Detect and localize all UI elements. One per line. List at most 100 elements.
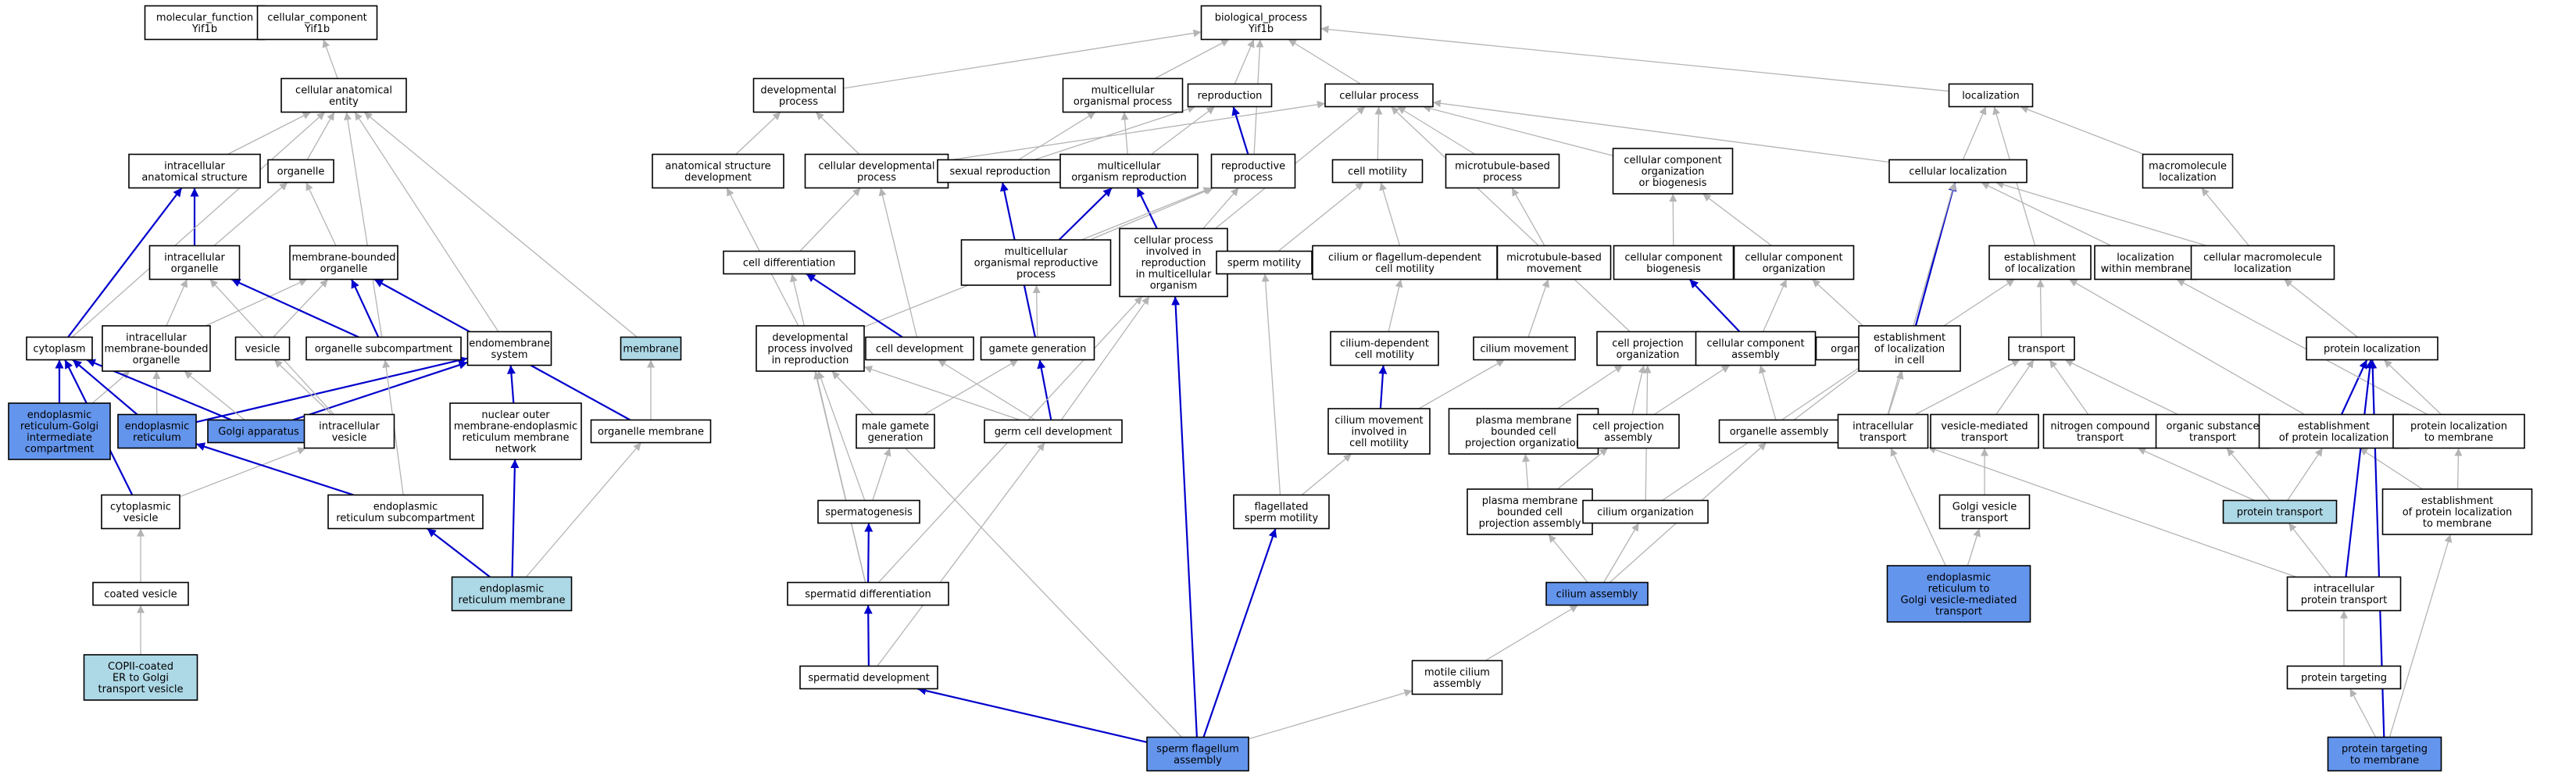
- is-a-edge: [1277, 181, 1364, 252]
- part-of-edge: [2340, 359, 2368, 415]
- go-term-label-line: spermatid differentiation: [805, 589, 931, 601]
- part-of-edge: [72, 359, 138, 416]
- go-term-box: [804, 153, 949, 189]
- go-term-label-line: cilium movement: [1334, 415, 1423, 427]
- go-term-node-co: cilium organization: [1582, 499, 1709, 524]
- go-term-box: [1496, 245, 1612, 281]
- go-term-box: [1445, 153, 1560, 189]
- go-term-node-mem: membrane: [620, 336, 682, 361]
- go-term-node-cyto: cytoplasm: [26, 336, 93, 361]
- go-term-box: [1210, 153, 1296, 189]
- go-term-box: [1837, 413, 1929, 449]
- go-term-box: [1473, 336, 1576, 361]
- go-term-label-line: protein transport: [2301, 595, 2387, 606]
- is-a-edge: [2049, 359, 2089, 415]
- is-a-edge: [227, 111, 311, 155]
- go-term-label-line: cell projection: [1612, 338, 1683, 349]
- part-of-edge: [863, 605, 873, 666]
- go-term-label-line: multicellular: [1091, 84, 1155, 96]
- go-term-label-line: organelle: [133, 355, 180, 366]
- go-term-label: organelle assembly: [1730, 427, 1829, 438]
- go-term-label-line: spermatid development: [808, 673, 930, 684]
- go-term-box: [1930, 413, 2039, 449]
- go-term-label-line: cellular component: [1624, 155, 1721, 166]
- is-a-edge: [1388, 279, 1403, 332]
- go-term-label-line: cilium-dependent: [1340, 338, 1429, 349]
- go-term-label-line: organismal process: [1074, 96, 1172, 108]
- go-term-box: [2222, 499, 2338, 524]
- go-term-box: [280, 77, 407, 113]
- go-term-box: [984, 419, 1123, 444]
- part-of-edge: [1171, 296, 1198, 738]
- part-of-edge: [510, 459, 520, 577]
- is-a-edge: [813, 370, 866, 583]
- go-term-box: [2155, 413, 2271, 449]
- go-term-label-line: sexual reproduction: [949, 166, 1050, 178]
- go-term-label-line: establishment: [2004, 252, 2076, 263]
- go-term-box: [1612, 148, 1734, 195]
- part-of-edge: [864, 523, 874, 583]
- go-term-label-line: projection organization: [1465, 438, 1582, 449]
- go-term-label-line: organelle: [277, 166, 325, 178]
- go-term-label-line: male gamete: [862, 420, 929, 432]
- go-term-label-line: intermediate: [27, 432, 92, 444]
- go-term-label-line: germ cell development: [995, 427, 1112, 438]
- part-of-edge: [1136, 188, 1158, 229]
- is-a-edge: [1120, 112, 1129, 155]
- go-term-label: sperm motility: [1227, 258, 1302, 270]
- go-term-label-line: endoplasmic: [1927, 572, 1991, 584]
- go-term-label-line: organelle: [171, 263, 219, 275]
- go-term-box: [2327, 736, 2442, 772]
- go-term-label-line: cell motility: [1355, 349, 1414, 361]
- go-term-label: cell motility: [1348, 166, 1407, 178]
- is-a-edge: [1981, 181, 2112, 247]
- go-term-label-line: involved in: [1145, 246, 1201, 258]
- part-of-edge: [2345, 359, 2374, 577]
- go-term-box: [1062, 77, 1184, 113]
- is-a-edge: [863, 365, 1020, 421]
- go-term-label-line: intracellular: [2313, 583, 2374, 595]
- is-a-edge: [924, 359, 1019, 416]
- go-term-label-line: organelle assembly: [1730, 427, 1829, 438]
- go-term-node-rep: reproduction: [1187, 83, 1273, 108]
- go-term-box: [799, 665, 938, 690]
- go-term-box: [1119, 227, 1228, 298]
- go-term-box: [102, 325, 211, 372]
- go-term-box: [1582, 499, 1709, 524]
- is-a-edge: [1890, 448, 1946, 566]
- part-of-edge: [1688, 278, 1741, 333]
- is-a-edge: [2454, 448, 2463, 490]
- go-term-label-line: assembly: [1604, 432, 1652, 444]
- go-term-label: cellular process: [1339, 91, 1419, 102]
- is-a-edge: [273, 279, 329, 338]
- is-a-edge: [2388, 534, 2453, 738]
- is-a-edge: [2064, 359, 2178, 416]
- go-term-box: [144, 5, 266, 41]
